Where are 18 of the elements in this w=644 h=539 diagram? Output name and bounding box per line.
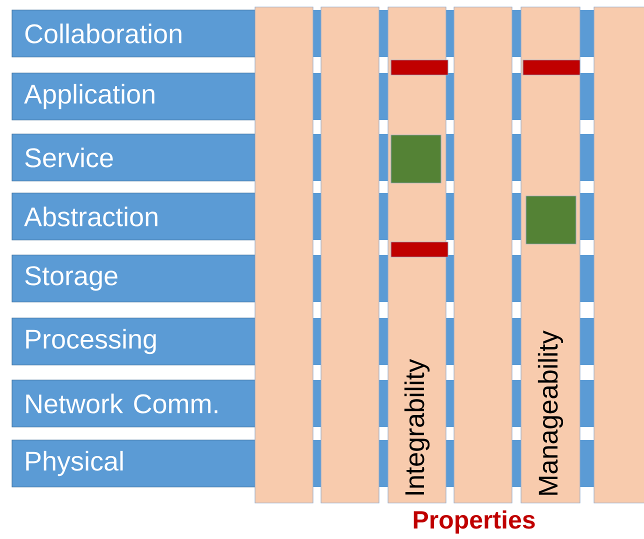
axis-title: Properties xyxy=(414,510,535,534)
layer-bar: Physical xyxy=(12,440,256,488)
marker-square xyxy=(526,196,576,244)
marker-bar xyxy=(390,242,448,258)
property-column xyxy=(594,6,644,504)
marker-square xyxy=(390,134,442,184)
property-column xyxy=(320,6,380,504)
layer-bar: Collaboration xyxy=(12,10,256,58)
property-column xyxy=(254,6,314,504)
layer-bar: Storage xyxy=(12,254,256,302)
layer-bar: Processing xyxy=(12,318,256,366)
layer-bar: Abstraction xyxy=(12,192,256,240)
marker-bar xyxy=(390,60,448,76)
marker-bar xyxy=(522,60,580,76)
property-column xyxy=(454,6,512,504)
layer-bar: Service xyxy=(12,134,256,182)
layer-bar: Network Comm. xyxy=(12,380,256,428)
layer-bar: Application xyxy=(12,72,256,120)
